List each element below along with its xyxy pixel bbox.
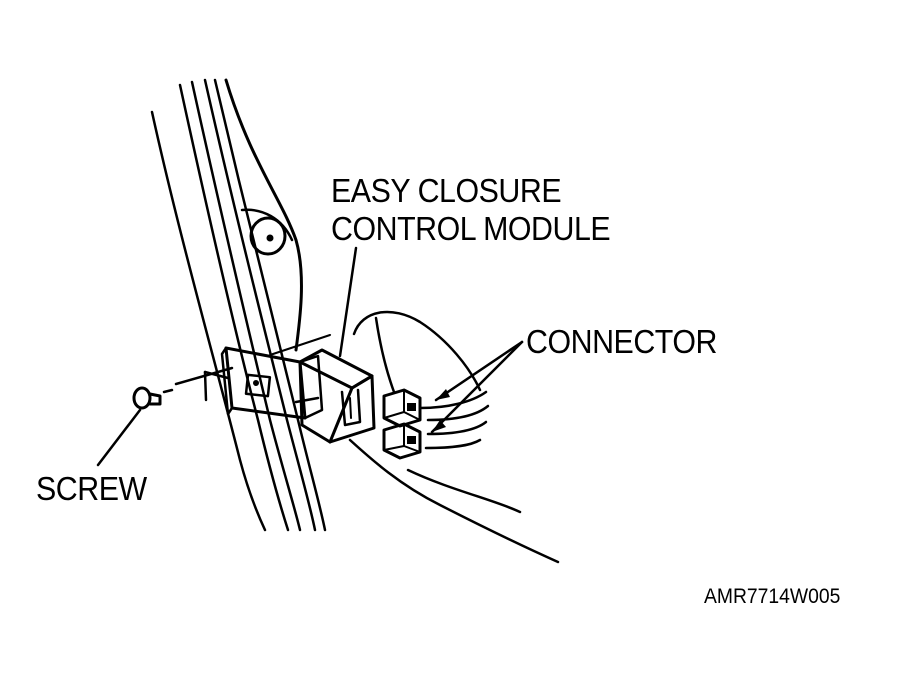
door-panel-lines xyxy=(150,78,327,532)
module-label-line2: CONTROL MODULE xyxy=(331,210,611,247)
screw-label: SCREW xyxy=(36,470,147,507)
figure-code: AMR7714W005 xyxy=(704,585,841,608)
screw xyxy=(132,366,234,410)
wiring-harness xyxy=(348,310,560,564)
module-label-line1: EASY CLOSURE xyxy=(331,172,562,209)
panel-hole xyxy=(249,216,287,256)
connector-arrows xyxy=(430,340,524,434)
screw-leader-line xyxy=(96,408,142,467)
connector-pair xyxy=(382,388,422,460)
control-module xyxy=(298,348,376,444)
connector-label: CONNECTOR xyxy=(526,323,717,360)
module-leader-line xyxy=(338,246,358,358)
bracket-guide-line xyxy=(269,334,331,356)
